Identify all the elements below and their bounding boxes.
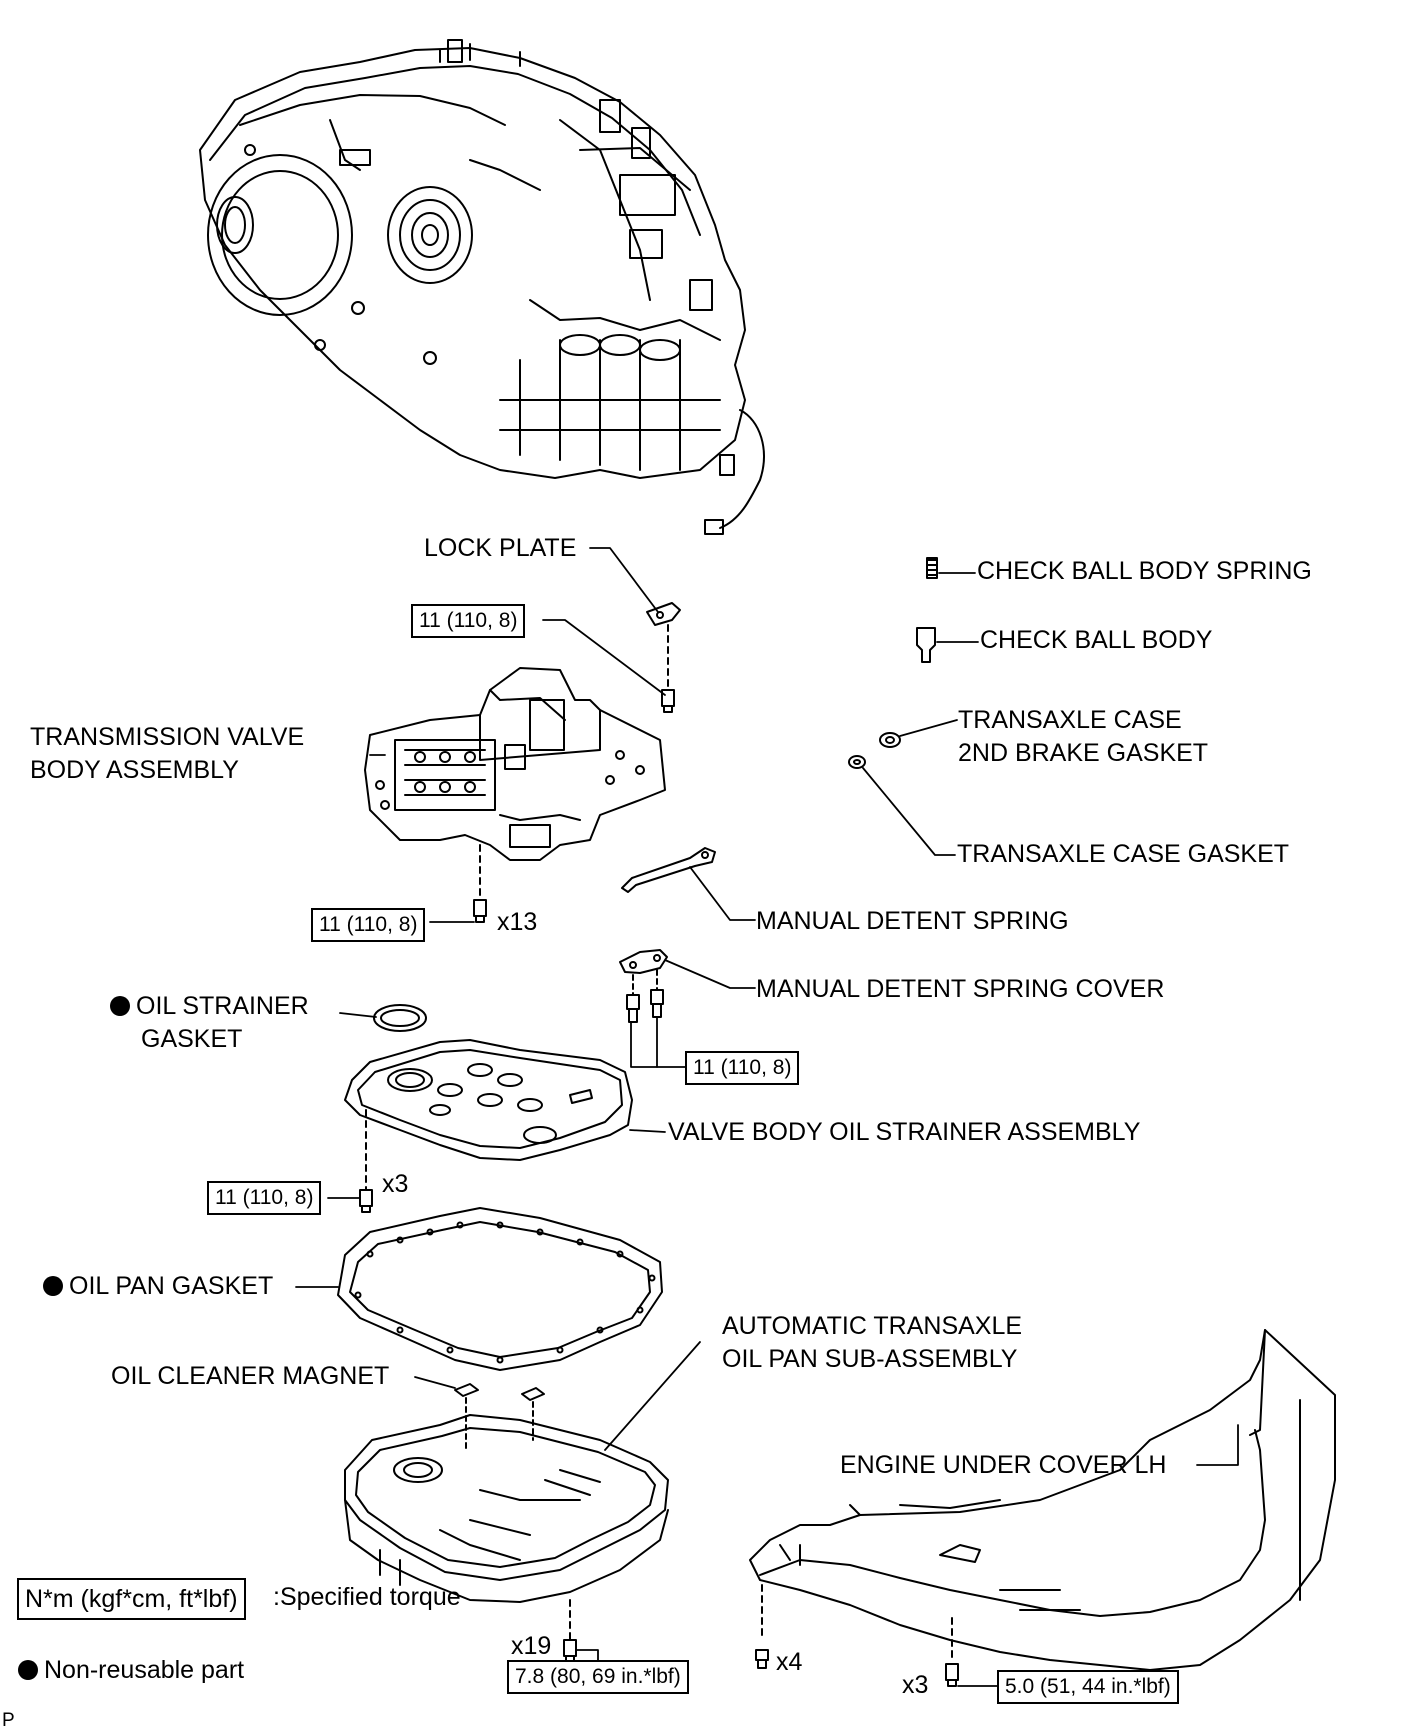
leader-lines [295, 547, 1239, 1687]
corner-code: P [2, 1710, 15, 1731]
check-ball-body-drawing [916, 627, 936, 663]
label-valve-body-line-1: TRANSMISSION VALVE [30, 723, 305, 751]
torque-box-strainer-bolts: 11 (110, 8) [207, 1181, 322, 1215]
check-ball-body-spring-drawing [926, 557, 938, 579]
qty-under-cover-clips: x4 [776, 1648, 803, 1676]
torque-box-oil-pan-bolts: 7.8 (80, 69 in.*lbf) [507, 1660, 689, 1694]
2nd-brake-gasket-drawing [879, 732, 901, 748]
legend-non-reusable-text: Non-reusable part [44, 1656, 245, 1684]
torque-box-under-cover-bolts: 5.0 (51, 44 in.*lbf) [997, 1670, 1179, 1704]
oil-pan-bolt-drawing [563, 1639, 577, 1663]
under-cover-bolt-drawing [945, 1663, 959, 1687]
oil-strainer-drawing [344, 1039, 633, 1161]
torque-box-valve-body-bolts: 11 (110, 8) [311, 908, 426, 942]
label-manual-detent-spring: MANUAL DETENT SPRING [756, 907, 1069, 935]
lock-plate-bolt-drawing [661, 689, 675, 713]
qty-strainer-bolts: x3 [382, 1170, 409, 1198]
oil-pan-gasket-drawing [337, 1207, 663, 1371]
lock-plate-drawing [646, 602, 681, 626]
valve-body-bolt-drawing [473, 899, 487, 923]
legend-non-reusable: Non-reusable part [18, 1654, 244, 1687]
torque-box-detent-cover-bolts: 11 (110, 8) [685, 1051, 800, 1085]
non-reusable-dot-icon [110, 996, 130, 1016]
label-check-ball-body: CHECK BALL BODY [980, 626, 1213, 654]
oil-strainer-gasket-text-1: OIL STRAINER [136, 992, 309, 1020]
qty-oil-pan-bolts: x19 [511, 1632, 552, 1660]
label-2nd-brake-gasket-line-2: 2ND BRAKE GASKET [958, 739, 1209, 767]
label-check-ball-body-spring: CHECK BALL BODY SPRING [977, 557, 1312, 585]
oil-pan-drawing [344, 1414, 669, 1603]
valve-body-drawing [364, 667, 666, 861]
label-engine-under-cover-lh: ENGINE UNDER COVER LH [840, 1451, 1167, 1479]
label-valve-body-line-2: BODY ASSEMBLY [30, 756, 239, 784]
manual-detent-spring-drawing [621, 847, 716, 893]
non-reusable-dot-icon [43, 1276, 63, 1296]
label-oil-cleaner-magnet: OIL CLEANER MAGNET [111, 1362, 390, 1390]
strainer-bolt-drawing [359, 1189, 373, 1213]
torque-box-lock-plate-bolt: 11 (110, 8) [411, 604, 526, 638]
oil-strainer-gasket-drawing [373, 1004, 427, 1032]
manual-detent-spring-cover-drawing [619, 949, 668, 974]
qty-under-cover-bolts: x3 [902, 1671, 929, 1699]
legend-torque-caption: :Specified torque [273, 1583, 461, 1611]
label-oil-strainer-gasket-line-1: OIL STRAINER [110, 990, 309, 1023]
oil-pan-gasket-text: OIL PAN GASKET [69, 1272, 274, 1300]
engine-under-cover-drawing [749, 1329, 1336, 1671]
label-manual-detent-spring-cover: MANUAL DETENT SPRING COVER [756, 975, 1165, 1003]
non-reusable-dot-icon [18, 1660, 38, 1680]
qty-valve-body-bolts: x13 [497, 908, 538, 936]
transaxle-case-gasket-drawing [848, 755, 866, 769]
label-lock-plate: LOCK PLATE [424, 534, 577, 562]
label-oil-pan-line-2: OIL PAN SUB-ASSEMBLY [722, 1345, 1018, 1373]
label-2nd-brake-gasket-line-1: TRANSAXLE CASE [958, 706, 1182, 734]
label-oil-pan-gasket: OIL PAN GASKET [43, 1270, 273, 1303]
oil-cleaner-magnets-drawing [454, 1383, 545, 1401]
label-oil-strainer-gasket-line-2: GASKET [141, 1025, 243, 1053]
detent-cover-bolts-drawing [626, 989, 664, 1023]
transaxle-housing-drawing [199, 39, 765, 535]
label-transaxle-case-gasket: TRANSAXLE CASE GASKET [957, 840, 1290, 868]
label-oil-pan-line-1: AUTOMATIC TRANSAXLE [722, 1312, 1023, 1340]
label-valve-body-oil-strainer-assembly: VALVE BODY OIL STRAINER ASSEMBLY [668, 1118, 1141, 1146]
legend-torque-unit-box: N*m (kgf*cm, ft*lbf) [17, 1578, 246, 1620]
under-cover-clip-drawing [755, 1649, 769, 1669]
